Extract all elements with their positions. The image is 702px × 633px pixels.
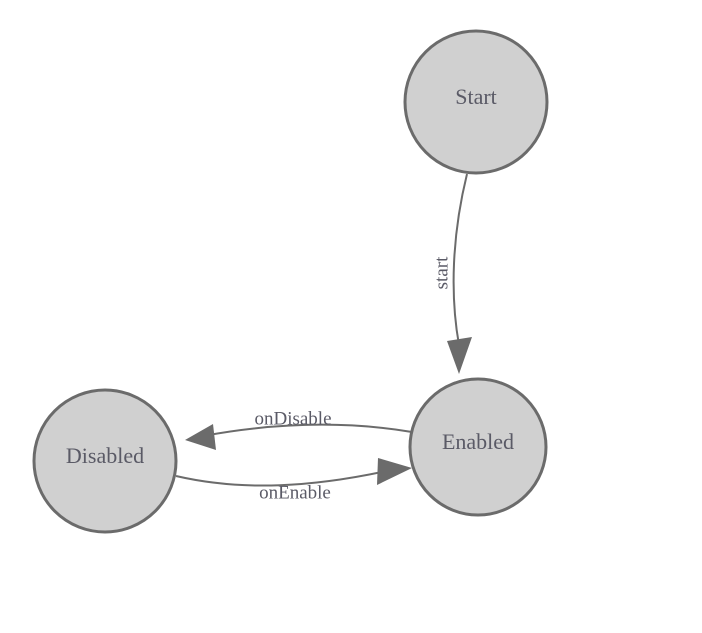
edge-label-on-disable: onDisable xyxy=(254,408,331,429)
node-disabled-circle[interactable] xyxy=(32,388,178,534)
edge-label-on-enable: onEnable xyxy=(259,482,331,503)
edge-enabled-to-disabled-arrowhead xyxy=(185,424,216,450)
edge-label-start: start xyxy=(431,256,452,289)
edge-enabled-to-disabled-path xyxy=(202,423,413,437)
node-enabled-label: Enabled xyxy=(442,429,514,454)
edge-start-to-enabled-arrowhead xyxy=(447,337,472,374)
node-disabled-label: Disabled xyxy=(66,443,144,468)
edge-start-to-enabled-path xyxy=(452,173,468,346)
node-start-circle[interactable] xyxy=(403,29,549,175)
edge-disabled-to-enabled-arrowhead xyxy=(377,458,412,485)
node-enabled-circle[interactable] xyxy=(408,377,548,517)
node-enabled[interactable]: Enabled xyxy=(408,377,548,517)
edge-start-to-enabled xyxy=(447,173,472,374)
edge-enabled-to-disabled xyxy=(185,423,413,450)
edge-disabled-to-enabled-path xyxy=(175,471,383,487)
edge-disabled-to-enabled xyxy=(175,458,412,487)
node-disabled[interactable]: Disabled xyxy=(32,388,178,534)
node-start[interactable]: Start xyxy=(403,29,549,175)
node-start-label: Start xyxy=(455,84,497,109)
